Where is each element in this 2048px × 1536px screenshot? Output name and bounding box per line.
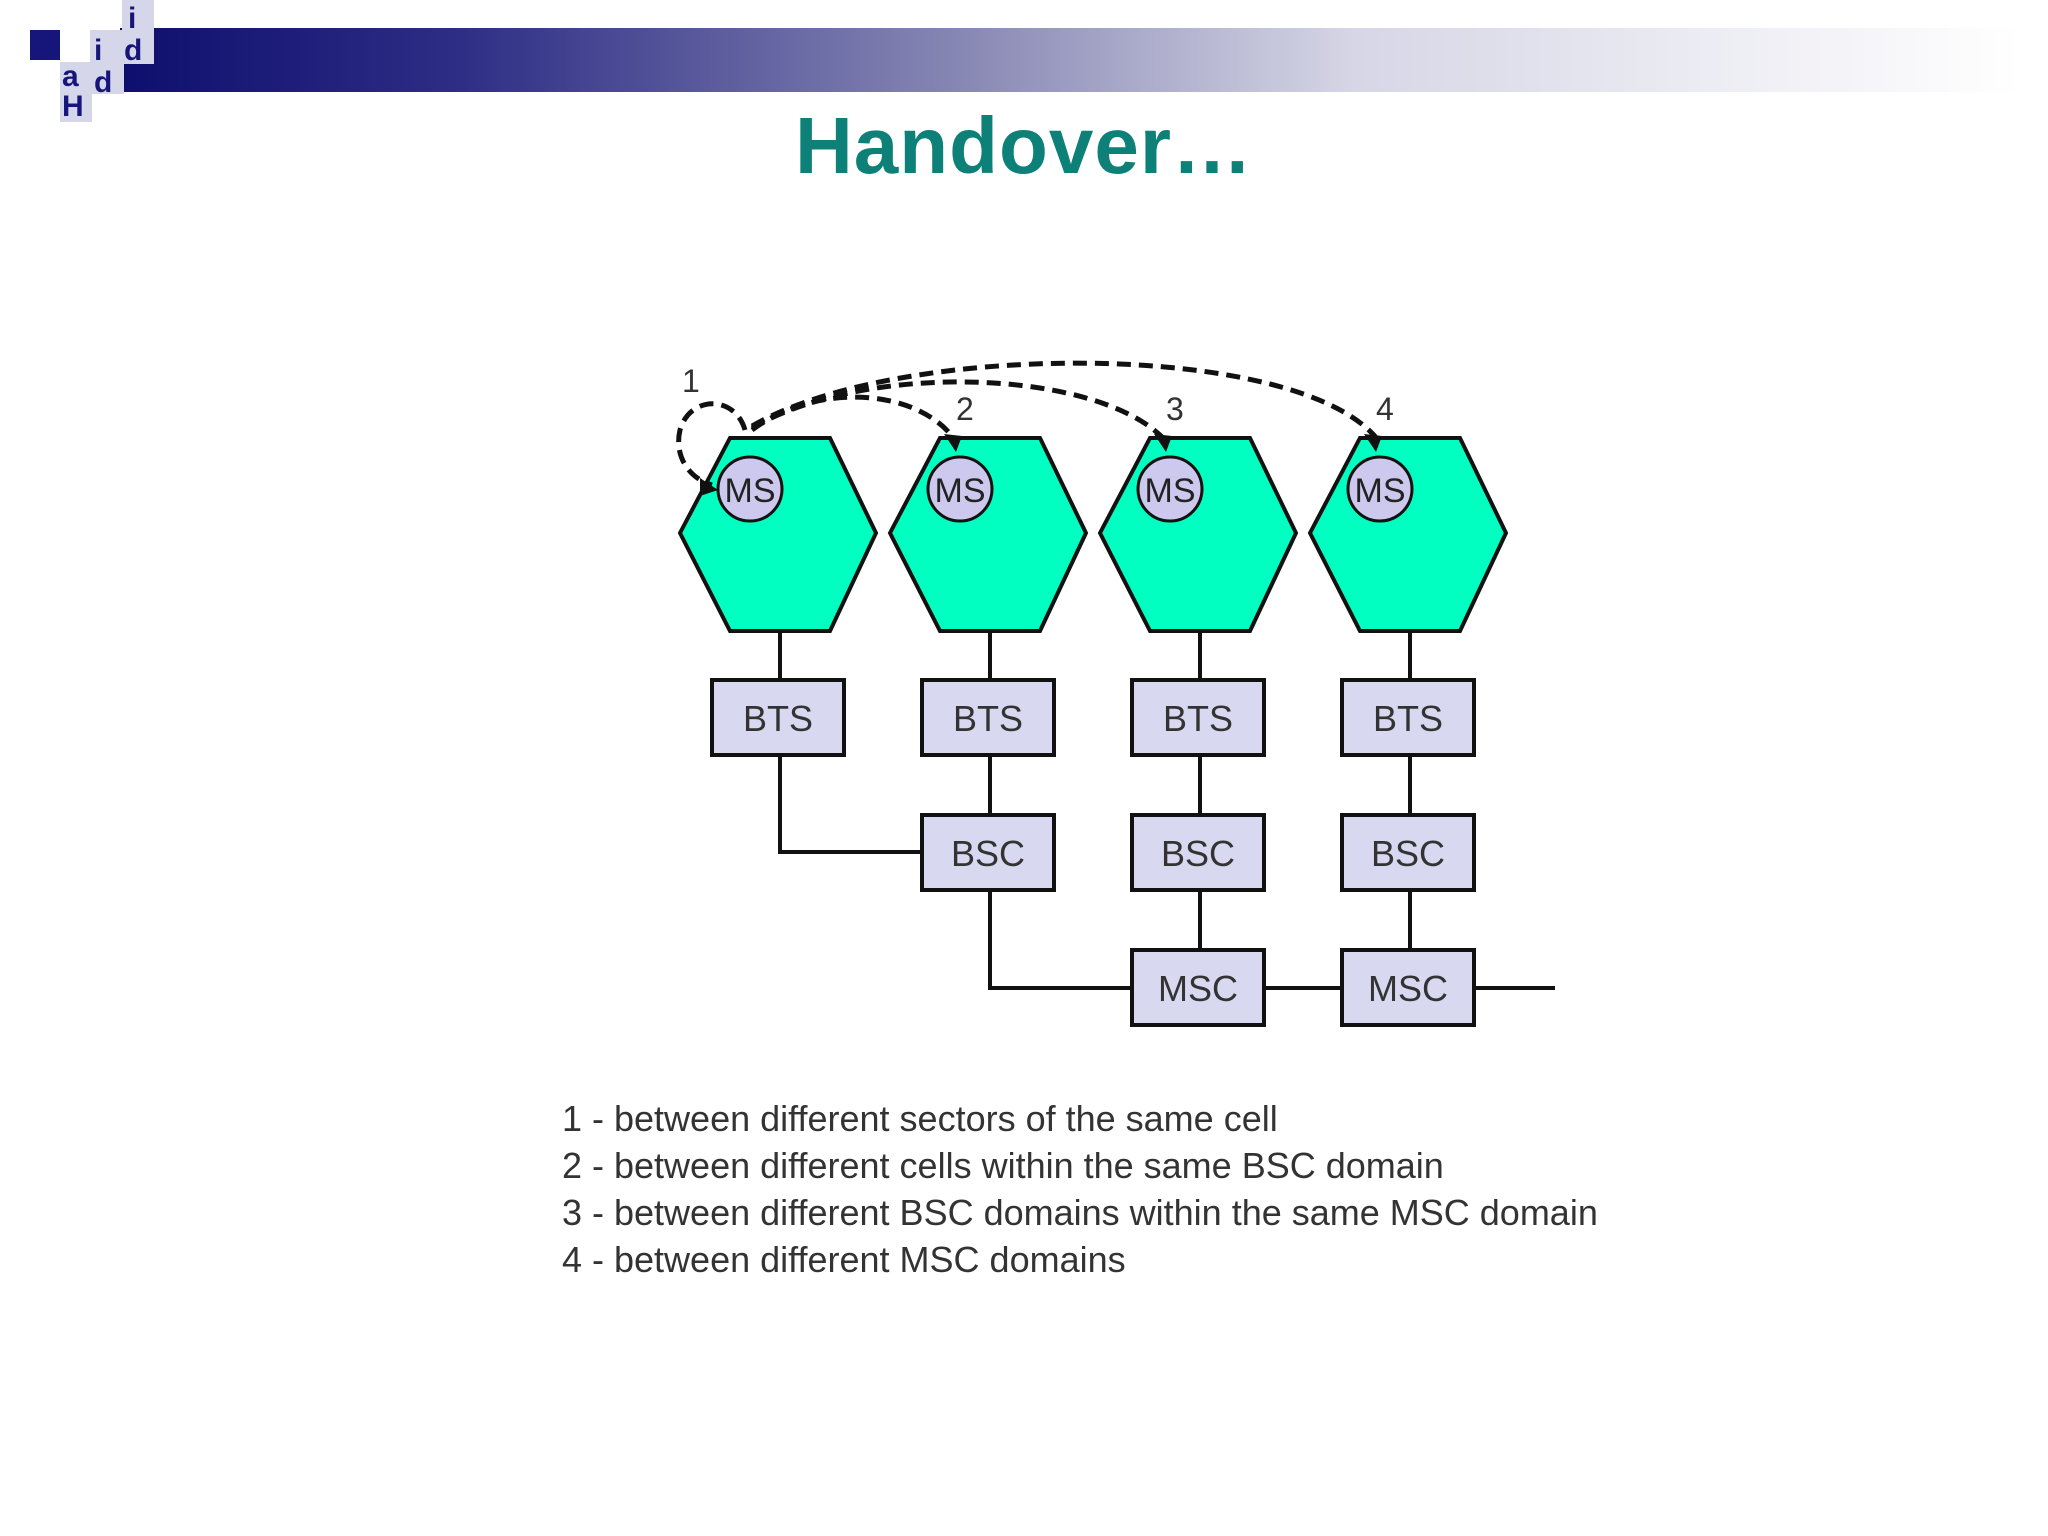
ms-node-4 (1346, 455, 1414, 523)
bsc-label-2: BSC (1161, 833, 1235, 874)
logo-square (90, 30, 122, 64)
link-bts1-bsc1 (778, 755, 922, 854)
logo-letter: d (94, 66, 113, 99)
bsc-box-1 (920, 813, 1056, 892)
ms-label-1: MS (725, 472, 776, 510)
logo-letter: a (62, 60, 79, 93)
handover-arrowhead-3 (1154, 434, 1172, 452)
legend-item-2: 2 - between different cells within the s… (562, 1145, 1444, 1186)
logo-letter: d (124, 34, 143, 67)
bts-box-1 (710, 678, 846, 757)
logo-square (92, 62, 124, 94)
bts-label-2: BTS (953, 698, 1023, 739)
handover-number-1: 1 (682, 363, 700, 399)
cell-hexagon-3 (1097, 436, 1299, 633)
handover-number-4: 4 (1376, 391, 1394, 427)
bsc-label-3: BSC (1371, 833, 1445, 874)
msc-label-1: MSC (1158, 968, 1238, 1009)
slide-title: Handover… (795, 101, 1253, 190)
handover-number-3: 3 (1166, 391, 1184, 427)
handover-arc-2 (750, 394, 958, 442)
bts-box-2 (920, 678, 1056, 757)
logo-letter: i (94, 34, 103, 67)
handover-arc-3 (750, 379, 1167, 442)
handover-arc-4 (750, 360, 1380, 442)
ms-label-2: MS (935, 472, 986, 510)
handover-arcs (676, 360, 1380, 488)
bsc-label-1: BSC (951, 833, 1025, 874)
logo-square (122, 0, 154, 64)
ms-node-1 (716, 455, 784, 523)
ms-label-3: MS (1145, 472, 1196, 510)
header-gradient-bar (120, 28, 2020, 92)
bsc-box-3 (1340, 813, 1476, 892)
ms-label-4: MS (1355, 472, 1406, 510)
link-bsc1-msc1 (988, 890, 1132, 990)
handover-arc-1 (676, 401, 748, 488)
legend-item-4: 4 - between different MSC domains (562, 1239, 1126, 1280)
bts-box-4 (1340, 678, 1476, 757)
handover-arrowheads (700, 434, 1382, 496)
cell-hexagon-1 (677, 436, 879, 633)
bts-label-4: BTS (1373, 698, 1443, 739)
handover-arrowhead-2 (944, 434, 962, 452)
handover-number-2: 2 (956, 391, 974, 427)
logo-letter: i (128, 2, 137, 35)
bts-label-3: BTS (1163, 698, 1233, 739)
cell-hexagon-4 (1307, 436, 1509, 633)
msc-box-1 (1130, 948, 1266, 1027)
bsc-box-2 (1130, 813, 1266, 892)
legend-item-1: 1 - between different sectors of the sam… (562, 1098, 1278, 1139)
msc-label-2: MSC (1368, 968, 1448, 1009)
cell-hexagon-2 (887, 436, 1089, 633)
handover-arrowhead-4 (1364, 434, 1382, 452)
logo: i i d a d H (0, 0, 160, 130)
logo-square (30, 30, 60, 60)
bts-box-3 (1130, 678, 1266, 757)
msc-box-2 (1340, 948, 1476, 1027)
bts-label-1: BTS (743, 698, 813, 739)
ms-node-3 (1136, 455, 1204, 523)
ms-node-2 (926, 455, 994, 523)
handover-legend: 1 - between different sectors of the sam… (562, 1095, 1762, 1283)
handover-arrowhead-1 (700, 478, 718, 496)
logo-letter: H (62, 90, 84, 123)
logo-square (60, 62, 92, 122)
legend-item-3: 3 - between different BSC domains within… (562, 1192, 1598, 1233)
